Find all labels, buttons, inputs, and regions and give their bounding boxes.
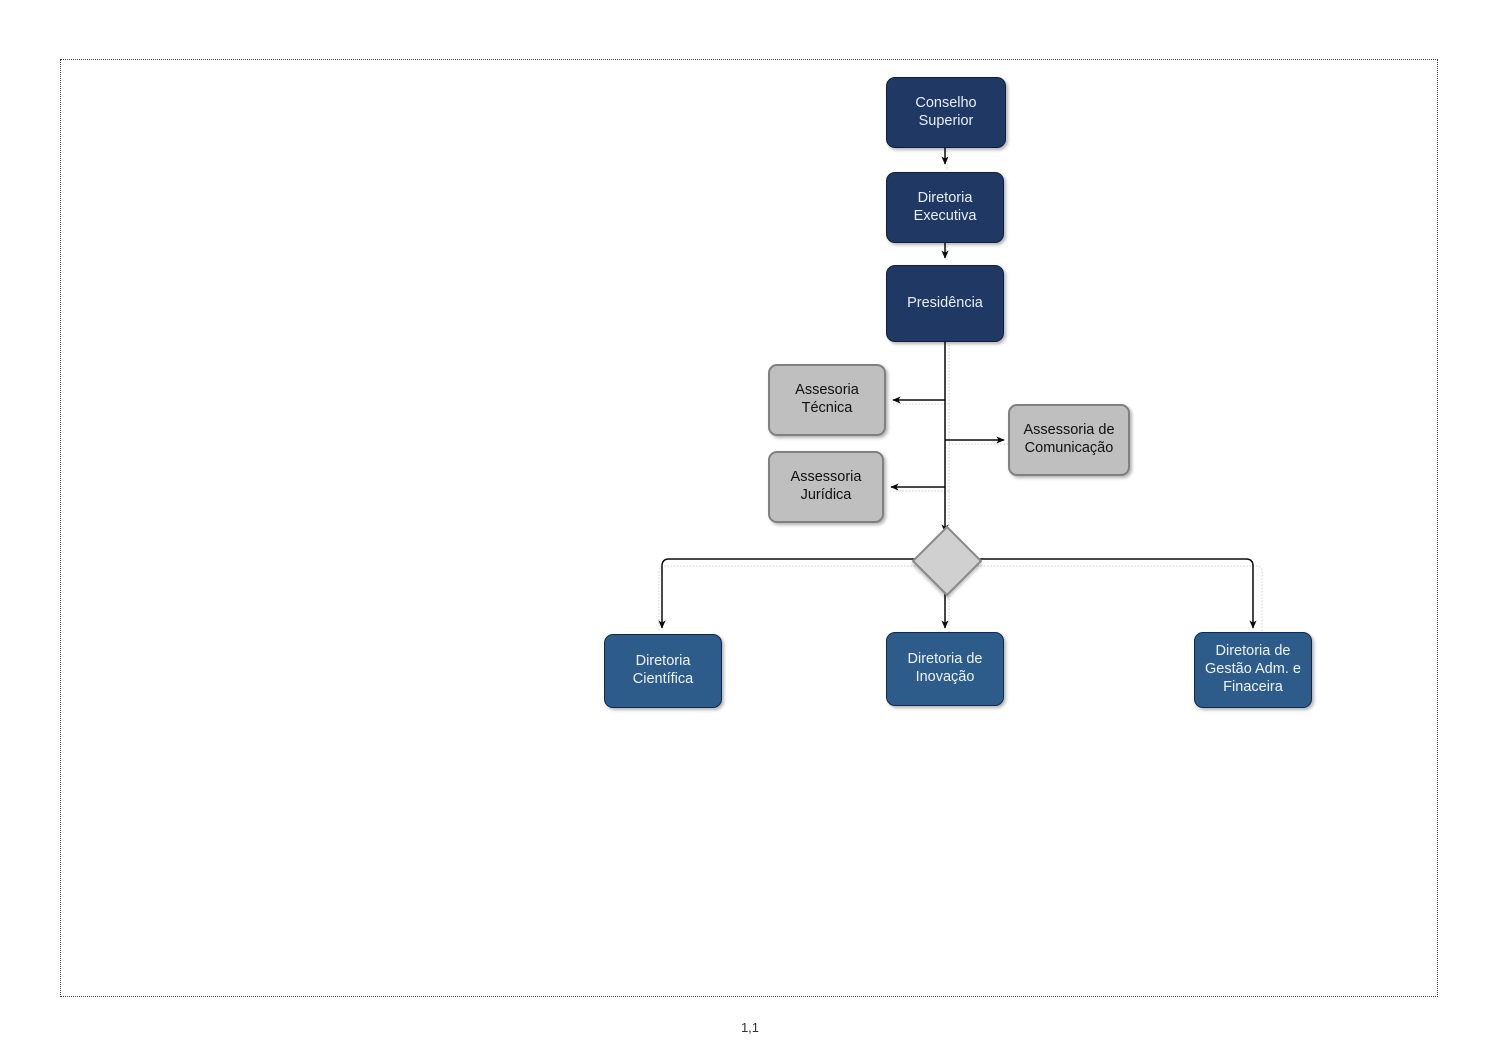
node-diretoria-gestao-adm-financeira[interactable]: Diretoria de Gestão Adm. e Finaceira [1194, 632, 1312, 708]
slide-canvas [60, 59, 1438, 997]
node-diretoria-executiva[interactable]: Diretoria Executiva [886, 172, 1004, 243]
slide-caption: 1,1 [740, 1020, 760, 1035]
node-assessoria-comunicacao[interactable]: Assessoria de Comunicação [1008, 404, 1130, 476]
node-diretoria-inovacao[interactable]: Diretoria de Inovação [886, 632, 1004, 706]
node-conselho-superior[interactable]: Conselho Superior [886, 77, 1006, 148]
node-diretoria-cientifica[interactable]: Diretoria Científica [604, 634, 722, 708]
node-assesoria-tecnica[interactable]: Assesoria Técnica [768, 364, 886, 436]
node-assessoria-juridica[interactable]: Assessoria Jurídica [768, 451, 884, 523]
node-presidencia[interactable]: Presidência [886, 265, 1004, 342]
